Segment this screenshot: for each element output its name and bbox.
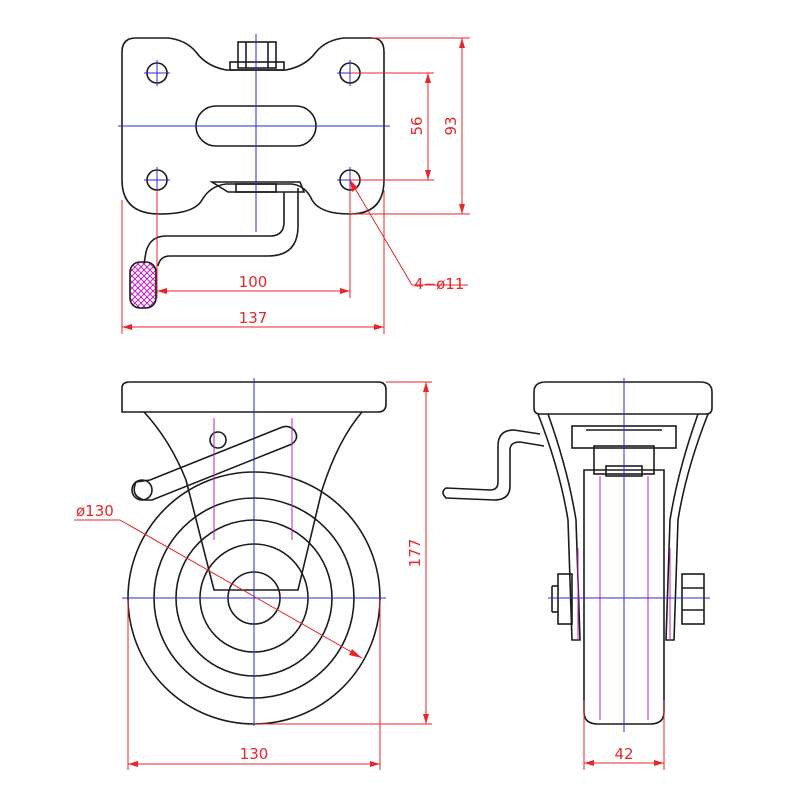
side-dimensions: [583, 700, 665, 770]
side-top-plate: [533, 381, 713, 415]
dim-bolt-holes-label: 4−ø11: [414, 275, 464, 293]
front-fork: [143, 411, 363, 591]
axle-bolt-head: [557, 573, 573, 625]
dim-42-label: 42: [614, 745, 633, 763]
front-dimensions: [74, 381, 432, 770]
lever-grip: [129, 261, 157, 309]
front-centerlines: [122, 378, 386, 726]
dim-93-label: 93: [442, 116, 460, 135]
brake-lever-side: [442, 429, 545, 501]
dim-137-label: 137: [239, 309, 268, 327]
dim-177-label: 177: [406, 539, 424, 568]
dim-wheel-diameter-label: ø130: [76, 502, 114, 520]
side-view: [442, 381, 713, 725]
top-plate-outline: [121, 37, 385, 215]
front-top-plate: [121, 381, 387, 413]
side-fork-left: [537, 413, 581, 641]
top-view: [121, 37, 385, 267]
top-dimensions: [121, 37, 470, 334]
front-hidden-lines: [213, 418, 293, 540]
top-nut: [237, 41, 277, 69]
axle-nut: [681, 573, 705, 625]
brake-lever-front: [133, 425, 298, 501]
dim-56-label: 56: [408, 116, 426, 135]
brake-lever-top: [143, 188, 299, 267]
side-centerlines: [548, 378, 710, 732]
dim-100-label: 100: [239, 273, 268, 291]
dim-130-label: 130: [240, 745, 269, 763]
